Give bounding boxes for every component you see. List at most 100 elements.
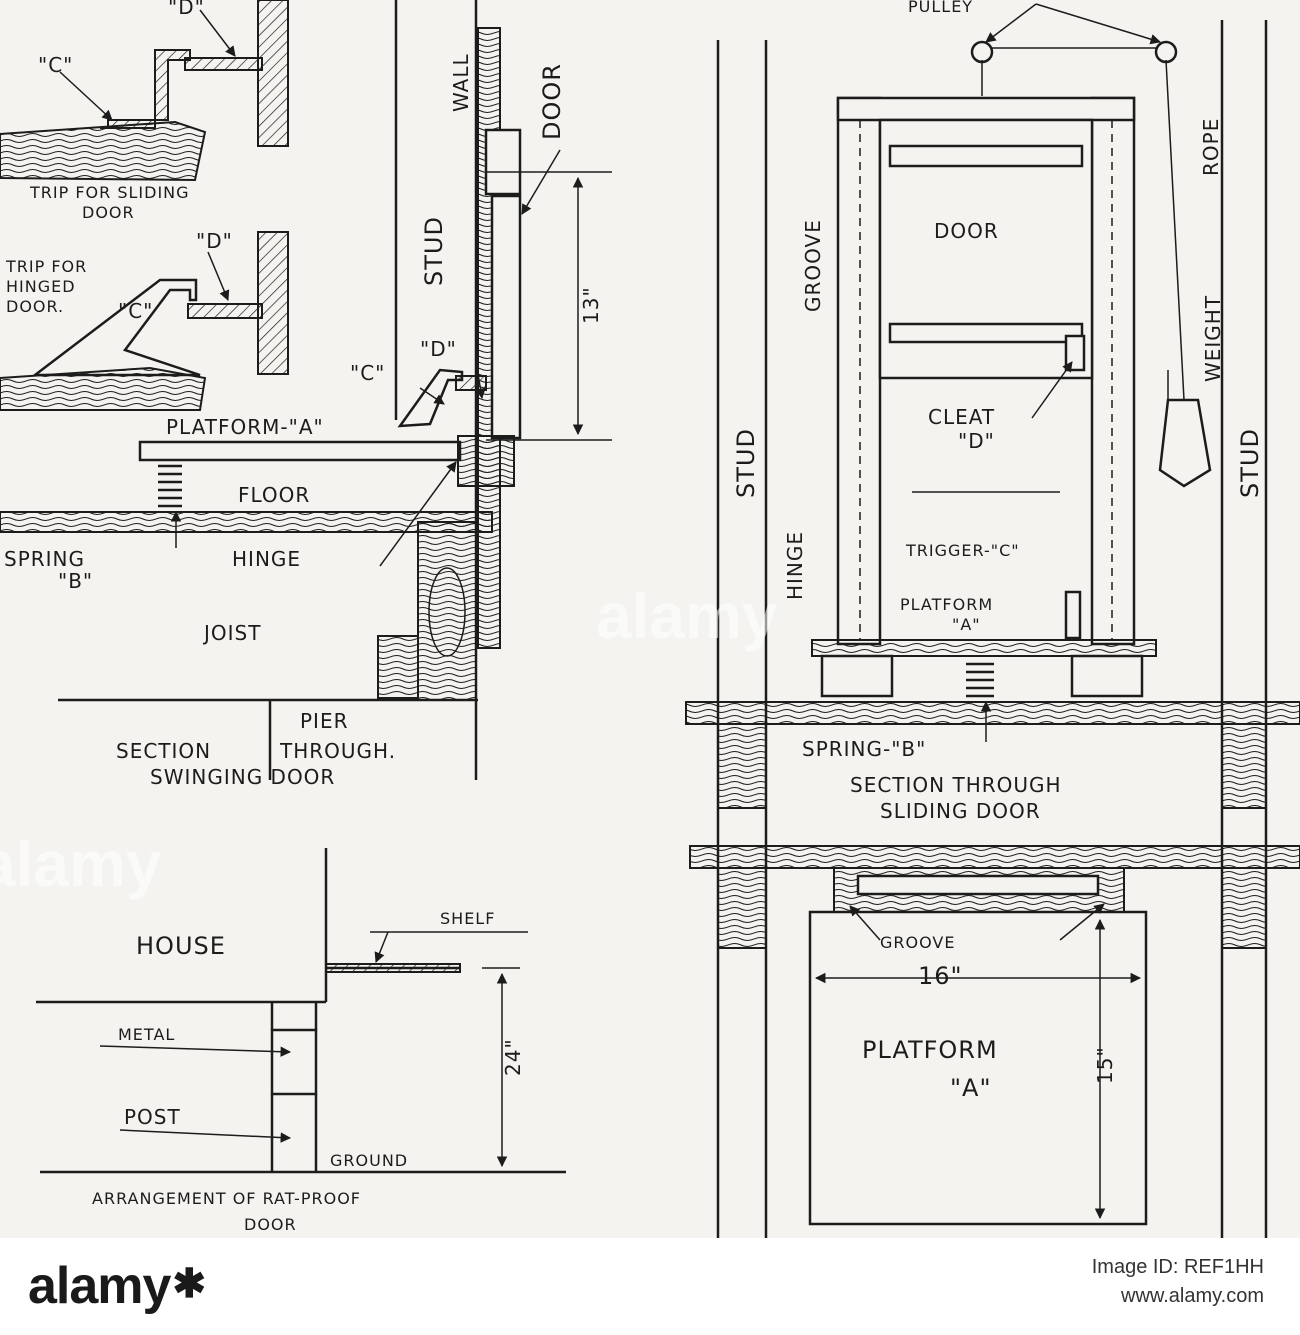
hinge-block-left bbox=[820, 654, 894, 698]
trigger-c bbox=[1064, 590, 1082, 640]
plan-platform-outline bbox=[808, 910, 1148, 1226]
label-dim-13: 13" bbox=[579, 286, 603, 324]
trip-c-metal bbox=[100, 49, 191, 129]
watermark-left: alamy bbox=[0, 828, 162, 900]
trip-d-metal bbox=[184, 57, 263, 71]
label-section-swing-2: THROUGH. bbox=[279, 739, 396, 763]
frame-right bbox=[1090, 96, 1136, 646]
plan-groove-slot bbox=[856, 874, 1100, 896]
label-arrangement-2: DOOR bbox=[244, 1215, 297, 1234]
cleat-d bbox=[1064, 334, 1086, 372]
label-trigger-c: TRIGGER-"C" bbox=[905, 541, 1020, 560]
plan-joist-right bbox=[1221, 867, 1267, 949]
plan-floor bbox=[689, 845, 1300, 869]
hinge-block-right bbox=[1070, 654, 1144, 698]
label-shelf: SHELF bbox=[440, 909, 495, 928]
image-id: Image ID: REF1HH bbox=[1091, 1256, 1264, 1278]
trip-hinged-base bbox=[0, 366, 207, 411]
watermark-center: alamy bbox=[596, 580, 778, 652]
label-cleat: CLEAT bbox=[928, 405, 995, 429]
site-url: www.alamy.com bbox=[1121, 1285, 1264, 1307]
trip-sliding-detail bbox=[0, 0, 289, 182]
watermark-layer: alamy alamy bbox=[0, 580, 778, 900]
label-groove-plan: GROOVE bbox=[880, 933, 955, 952]
label-section-slide-2: SLIDING DOOR bbox=[880, 799, 1041, 823]
alamy-logo: alamy✱ bbox=[28, 1257, 206, 1315]
door-head bbox=[484, 128, 522, 196]
label-platform-plan-a: "A" bbox=[950, 1074, 992, 1102]
swinging-door-section bbox=[0, 0, 612, 780]
label-trip-hinged-c: "C" bbox=[118, 299, 153, 323]
label-pulley: PULLEY bbox=[908, 0, 973, 16]
label-floor: FLOOR bbox=[238, 483, 310, 507]
door-rail-top bbox=[888, 144, 1084, 168]
arrangement-diagram bbox=[36, 848, 566, 1174]
sliding-door-section bbox=[685, 3, 1300, 1238]
trip-d-hinged bbox=[187, 303, 263, 319]
label-stud-right-a: STUD bbox=[732, 428, 760, 498]
sliding-floor bbox=[685, 701, 1300, 725]
label-pier: PIER bbox=[300, 709, 349, 733]
label-section-slide-1: SECTION THROUGH bbox=[850, 773, 1062, 797]
label-dim-16: 16" bbox=[918, 962, 963, 990]
metal-collar bbox=[270, 1028, 318, 1096]
swing-cleat-d bbox=[455, 375, 487, 391]
label-platform-right: PLATFORM bbox=[900, 595, 993, 614]
label-dim-15: 15" bbox=[1093, 1046, 1117, 1084]
label-cleat-d: "D" bbox=[958, 429, 995, 453]
stock-footer: alamy✱ Image ID: REF1HH www.alamy.com bbox=[0, 1238, 1300, 1335]
platform-a-board bbox=[138, 440, 462, 462]
label-platform-a: PLATFORM-"A" bbox=[166, 415, 324, 439]
pulley-left bbox=[970, 40, 994, 64]
label-hinge-vertical: HINGE bbox=[783, 531, 807, 600]
label-swing-c: "C" bbox=[350, 361, 385, 385]
label-joist: JOIST bbox=[202, 621, 261, 645]
label-trip-hinged-d: "D" bbox=[196, 229, 233, 253]
joist-end-grain bbox=[417, 521, 477, 701]
label-spring-b-right: SPRING-"B" bbox=[802, 737, 926, 761]
label-spring-b: "B" bbox=[58, 569, 93, 593]
label-trip-sliding-c: "C" bbox=[38, 53, 73, 77]
label-arrangement-1: ARRANGEMENT OF RAT-PROOF bbox=[92, 1189, 361, 1208]
label-groove-vertical: GROOVE bbox=[801, 219, 825, 312]
label-trip-hinged-caption-3: DOOR. bbox=[6, 297, 64, 316]
floor-board bbox=[0, 511, 493, 533]
label-rope: ROPE bbox=[1199, 118, 1223, 176]
frame-left bbox=[836, 96, 882, 646]
trip-sliding-base bbox=[0, 120, 207, 182]
counterweight bbox=[1158, 398, 1212, 488]
label-section-swing-3: SWINGING DOOR bbox=[150, 765, 335, 789]
plan-joist-left bbox=[717, 867, 767, 949]
spring-b-coil bbox=[966, 662, 994, 698]
label-trip-hinged-caption-2: HINGED bbox=[6, 277, 76, 296]
sill-block bbox=[377, 635, 419, 699]
label-metal: METAL bbox=[118, 1025, 175, 1044]
pulley-right bbox=[1154, 40, 1178, 64]
label-trip-sliding-caption: TRIP FOR SLIDING bbox=[29, 183, 190, 202]
label-weight: WEIGHT bbox=[1201, 295, 1225, 382]
label-trip-sliding-d: "D" bbox=[168, 0, 205, 19]
label-wall: WALL bbox=[449, 53, 473, 112]
label-trip-sliding-caption-2: DOOR bbox=[82, 203, 135, 222]
label-stud-left: STUD bbox=[420, 216, 448, 286]
label-ground: GROUND bbox=[330, 1151, 408, 1170]
label-stud-right-b: STUD bbox=[1236, 428, 1264, 498]
label-door-center: DOOR bbox=[934, 219, 999, 243]
frame-top bbox=[836, 96, 1136, 122]
door-rail-bottom bbox=[888, 322, 1084, 344]
label-platform-plan: PLATFORM bbox=[862, 1036, 998, 1064]
technical-drawing: "D" "C" TRIP FOR SLIDING DOOR "D" TRIP F… bbox=[0, 0, 1300, 1238]
label-section-swing-1: SECTION bbox=[116, 739, 211, 763]
label-hinge: HINGE bbox=[232, 547, 301, 571]
footer-info: Image ID: REF1HH www.alamy.com bbox=[1092, 1256, 1264, 1308]
drawing-svg: "D" "C" TRIP FOR SLIDING DOOR "D" TRIP F… bbox=[0, 0, 1300, 1238]
joist-right bbox=[1221, 723, 1267, 809]
trip-hinged-detail bbox=[0, 231, 289, 411]
hinge-block bbox=[457, 435, 515, 487]
label-post: POST bbox=[124, 1105, 181, 1129]
swing-trigger-c bbox=[397, 368, 464, 428]
spring-coil bbox=[158, 464, 182, 508]
shelf-board bbox=[325, 963, 461, 973]
label-door-vertical: DOOR bbox=[538, 63, 566, 140]
label-spring: SPRING bbox=[4, 547, 85, 571]
